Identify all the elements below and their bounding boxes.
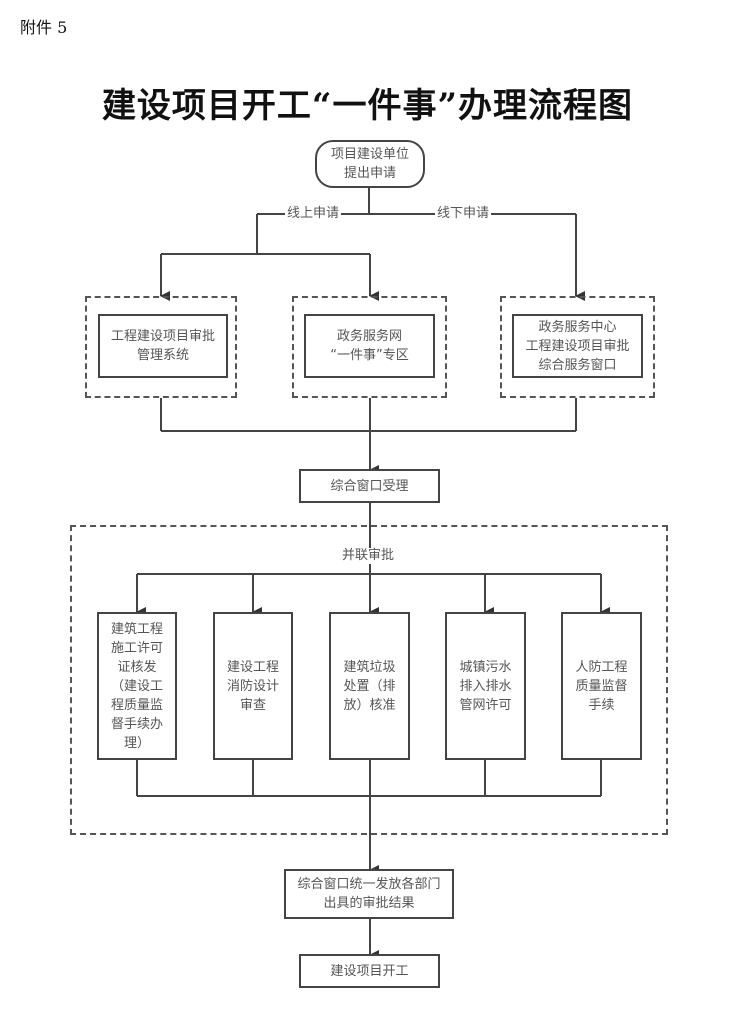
parallel-approval-label: 并联审批 bbox=[340, 548, 397, 564]
channel-group-3 bbox=[500, 296, 655, 398]
issue-results-node: 综合窗口统一发放各部门 出具的审批结果 bbox=[284, 869, 454, 919]
attachment-label: 附件 5 bbox=[20, 18, 68, 37]
approval-node-text: 建筑垃圾 处置（排 放）核准 bbox=[343, 659, 396, 713]
end-node-text: 建设项目开工 bbox=[330, 963, 409, 979]
channel-node-text: 政务服务网 “一件事”专区 bbox=[330, 329, 409, 363]
approval-node-civil-defense: 人防工程 质量监督 手续 bbox=[561, 612, 642, 760]
parallel-approval-group bbox=[70, 525, 668, 835]
start-node-text: 项目建设单位 提出申请 bbox=[330, 147, 409, 181]
approval-node-construction-permit: 建筑工程 施工许可 证核发 （建设工 程质量监 督手续办 理） bbox=[97, 612, 177, 760]
approval-node-text: 建设工程 消防设计 审查 bbox=[226, 659, 279, 713]
channel-node-text: 工程建设项目审批 管理系统 bbox=[110, 329, 215, 363]
channel-node-gov-service-web: 政务服务网 “一件事”专区 bbox=[304, 314, 435, 378]
page-title: 建设项目开工“一件事”办理流程图 bbox=[101, 86, 634, 126]
approval-node-sewage-discharge: 城镇污水 排入排水 管网许可 bbox=[445, 612, 526, 760]
branch-label-online: 线上申请 bbox=[285, 206, 342, 222]
end-node: 建设项目开工 bbox=[299, 954, 440, 988]
channel-node-text: 政务服务中心 工程建设项目审批 综合服务窗口 bbox=[525, 319, 630, 373]
accept-node: 综合窗口受理 bbox=[299, 469, 440, 503]
branch-label-offline: 线下申请 bbox=[435, 206, 492, 222]
approval-node-text: 人防工程 质量监督 手续 bbox=[575, 659, 628, 713]
approval-node-waste-disposal: 建筑垃圾 处置（排 放）核准 bbox=[329, 612, 410, 760]
issue-results-node-text: 综合窗口统一发放各部门 出具的审批结果 bbox=[297, 877, 441, 911]
channel-node-approval-system: 工程建设项目审批 管理系统 bbox=[98, 314, 228, 378]
channel-node-service-center-window: 政务服务中心 工程建设项目审批 综合服务窗口 bbox=[512, 314, 643, 378]
channel-group-2 bbox=[292, 296, 447, 398]
approval-node-text: 城镇污水 排入排水 管网许可 bbox=[459, 659, 512, 713]
accept-node-text: 综合窗口受理 bbox=[330, 478, 409, 494]
start-node: 项目建设单位 提出申请 bbox=[315, 140, 425, 188]
approval-node-text: 建筑工程 施工许可 证核发 （建设工 程质量监 督手续办 理） bbox=[110, 621, 163, 751]
channel-group-1 bbox=[85, 296, 237, 398]
approval-node-fire-design-review: 建设工程 消防设计 审查 bbox=[213, 612, 293, 760]
